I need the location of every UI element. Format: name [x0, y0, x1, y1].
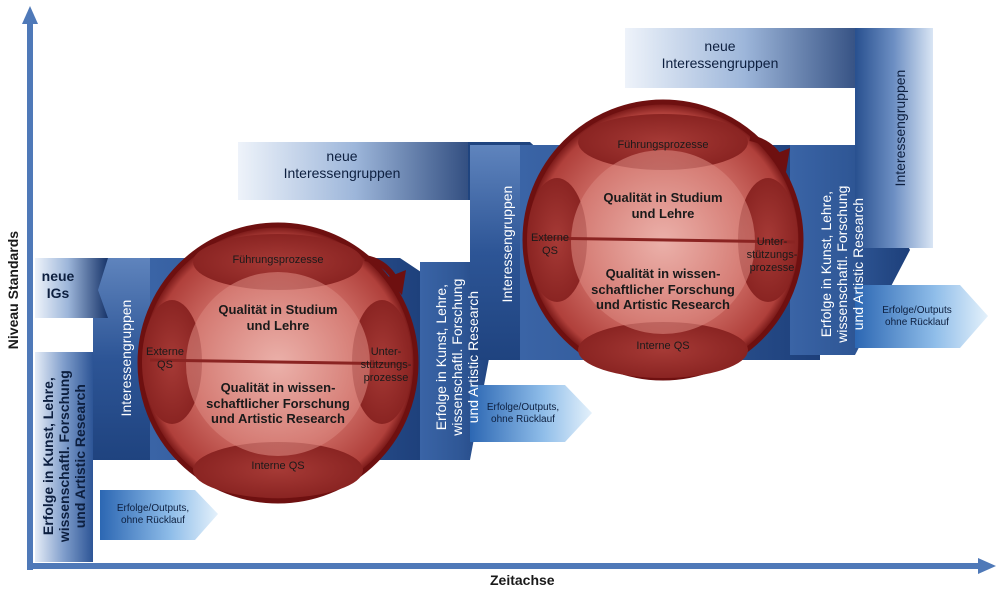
x-axis: [27, 558, 996, 574]
circle-1-externe-qs: Externe QS: [146, 346, 184, 372]
stage-3-output-arrow: [855, 285, 988, 348]
circle-1-externe-oval: [142, 300, 202, 424]
stage-3-neue-arrow: [625, 28, 890, 88]
circle-2-qualitaet-forschung: Qualität in wissen- schaftlicher Forschu…: [591, 266, 735, 313]
stage-2-neue-interessengruppen: neue Interessengruppen: [283, 148, 401, 181]
stage-3-interessengruppen: Interessengruppen: [891, 69, 908, 187]
circle-1-fuehrungsprozesse: Führungsprozesse: [232, 254, 324, 266]
stage-3-erfolge-text: Erfolge in Kunst, Lehre, wissenschaftl. …: [817, 185, 867, 343]
stage-2-outputs: Erfolge/Outputs, ohne Rücklauf: [486, 402, 560, 425]
circle-2-qualitaet-studium: Qualität in Studium und Lehre: [603, 190, 723, 221]
stage-1-output-arrow: [100, 490, 218, 540]
x-axis-label: Zeitachse: [490, 572, 555, 588]
stage-3-outputs: Erfolge/Outputs ohne Rücklauf: [882, 305, 952, 328]
circle-1-interne-oval: [193, 442, 363, 498]
y-axis: [22, 6, 38, 570]
stage-2-interessengruppen: Interessengruppen: [498, 185, 515, 303]
circle-1-fuehrung-oval: [193, 234, 363, 290]
circle-2-unterstuetzungsprozesse: Unter- stützungs- prozesse: [746, 236, 798, 275]
stage-2-neue-arrow: [238, 142, 498, 200]
circle-2-fuehrungsprozesse: Führungsprozesse: [617, 139, 709, 151]
circle-1-unterstuetzungsprozesse: Unter- stützungs- prozesse: [360, 346, 412, 385]
stage-1-erfolge-text: Erfolge in Kunst, Lehre, wissenschaftl. …: [39, 370, 89, 543]
circle-2-interne-qs: Interne QS: [636, 340, 690, 352]
circle-2-externe-oval: [527, 178, 587, 302]
circle-2-interne-oval: [578, 322, 748, 378]
stage-1-interessengruppen: Interessengruppen: [117, 299, 134, 417]
circle-2-unterst-oval: [738, 178, 798, 302]
stage-2-output-arrow: [470, 385, 592, 442]
stage-1-neue-igs: neue IGs: [41, 268, 75, 301]
stage-1-outputs: Erfolge/Outputs, ohne Rücklauf: [116, 503, 190, 526]
circle-1-qualitaet-forschung: Qualität in wissen- schaftlicher Forschu…: [206, 380, 350, 427]
circle-1-interne-qs: Interne QS: [251, 460, 305, 472]
circle-1-qualitaet-studium: Qualität in Studium und Lehre: [218, 302, 338, 333]
stage-3-band: [625, 28, 988, 355]
circle-1-unterst-oval: [352, 300, 412, 424]
circle-2-fuehrung-oval: [578, 114, 748, 170]
stage-3-neue-interessengruppen: neue Interessengruppen: [661, 38, 779, 71]
neue-igs-arrow: [35, 258, 108, 318]
quality-circle-1: [137, 222, 419, 504]
y-axis-label: Niveau Standards: [4, 230, 21, 350]
quality-circle-2: [522, 99, 804, 381]
circle-2-externe-qs: Externe QS: [531, 232, 569, 258]
